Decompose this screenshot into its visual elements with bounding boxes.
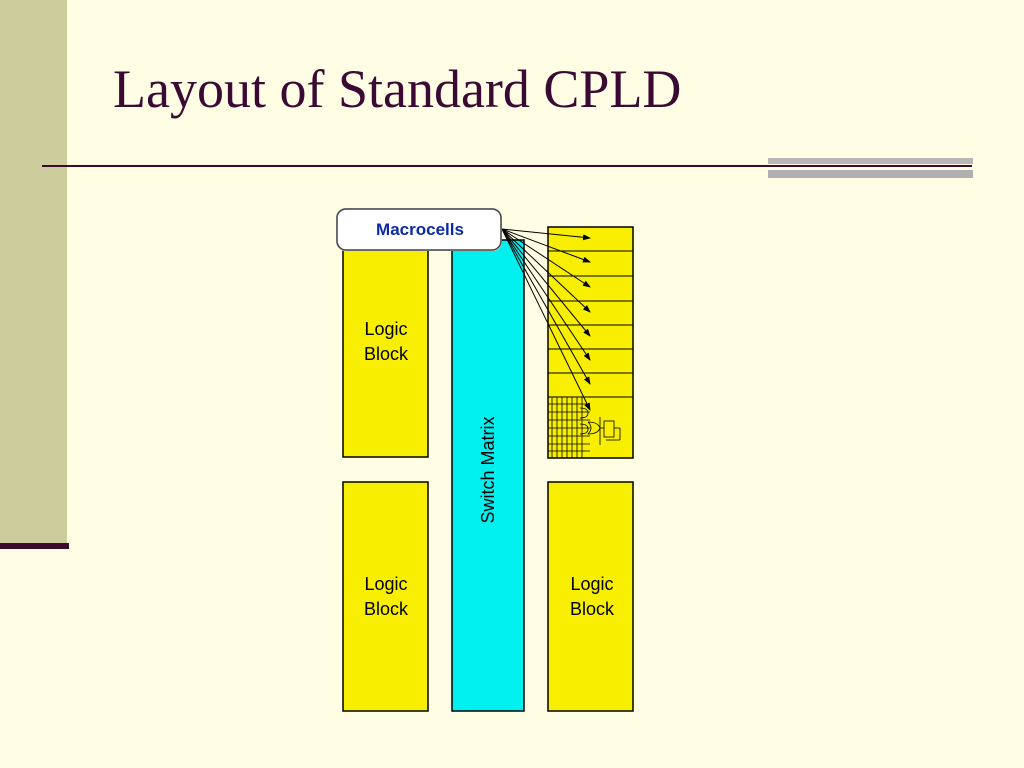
- and-gate-symbol: [579, 423, 589, 435]
- arrow: [501, 228, 591, 361]
- arrow: [501, 228, 591, 263]
- or-gate-symbol: [587, 421, 601, 435]
- and-gate-symbol: [579, 407, 589, 419]
- logic-block-top-left: Logic Block: [342, 239, 429, 458]
- logic-block-label-line1: Logic: [570, 574, 613, 594]
- macrocell-arrows: [501, 228, 591, 411]
- title-accent-bar-lower: [768, 170, 973, 178]
- macrocells-callout: Macrocells: [336, 208, 502, 251]
- macrocell-detail: [548, 397, 621, 458]
- logic-block-label-line2: Block: [364, 599, 409, 619]
- left-accent-bar-foot: [0, 543, 69, 549]
- title-accent-bar: [768, 158, 973, 164]
- slide-title: Layout of Standard CPLD: [113, 59, 682, 119]
- logic-block-label-line2: Block: [570, 599, 615, 619]
- switch-matrix-label: Switch Matrix: [478, 416, 498, 523]
- flip-flop-symbol: [603, 420, 615, 438]
- title-divider: [42, 165, 972, 167]
- logic-block-bottom-left: Logic Block: [342, 481, 429, 712]
- logic-block-label-line1: Logic: [364, 319, 407, 339]
- logic-block-label-line2: Block: [364, 344, 409, 364]
- arrow: [501, 228, 591, 288]
- left-accent-bar: [0, 0, 67, 548]
- arrow: [501, 228, 591, 241]
- logic-block-label-line1: Logic: [364, 574, 407, 594]
- switch-matrix: Switch Matrix: [451, 239, 525, 712]
- arrow: [501, 228, 591, 411]
- arrow: [501, 228, 591, 313]
- macrocells-label: Macrocells: [376, 220, 464, 239]
- macrocell-column: [547, 226, 634, 459]
- arrow: [501, 228, 591, 337]
- arrow: [501, 228, 591, 385]
- logic-block-bottom-right: Logic Block: [547, 481, 634, 712]
